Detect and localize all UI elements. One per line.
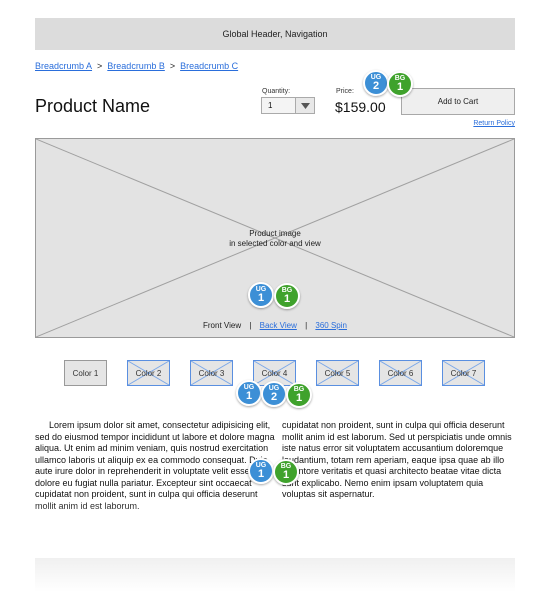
price-value: $159.00 — [335, 99, 386, 115]
ug-badge-count: 2 — [270, 391, 278, 403]
back-view-link[interactable]: Back View — [259, 321, 297, 330]
breadcrumb: Breadcrumb A > Breadcrumb B > Breadcrumb… — [35, 61, 238, 71]
color-swatch-1[interactable]: Color 1 — [64, 360, 107, 386]
bg-badge: BG 1 — [273, 459, 299, 485]
breadcrumb-b-link[interactable]: Breadcrumb B — [107, 61, 165, 71]
bg-badge-count: 1 — [283, 293, 291, 305]
bg-badge: BG 1 — [387, 71, 413, 97]
spin-360-link[interactable]: 360 Spin — [315, 321, 347, 330]
description-column-right: cupidatat non proident, sunt in culpa qu… — [282, 420, 512, 499]
color-swatch-label: Color 3 — [198, 368, 225, 378]
footer-placeholder — [35, 558, 515, 592]
ug-badge: UG 1 — [236, 380, 262, 406]
image-caption-line1: Product image — [249, 229, 301, 238]
placeholder-cross-icon — [128, 361, 169, 385]
return-policy-link[interactable]: Return Policy — [473, 120, 515, 127]
placeholder-cross-icon — [380, 361, 421, 385]
ug-badge-label: UG — [370, 74, 382, 81]
ug-badge-label: UG — [255, 286, 267, 293]
placeholder-cross-icon — [36, 139, 514, 337]
breadcrumb-separator: > — [169, 61, 176, 71]
ug-badge: UG 2 — [261, 381, 287, 407]
color-swatch-5[interactable]: Color 5 — [316, 360, 359, 386]
placeholder-cross-icon — [443, 361, 484, 385]
view-separator: | — [249, 321, 252, 330]
placeholder-cross-icon — [254, 361, 295, 385]
color-swatch-label: Color 7 — [450, 368, 477, 378]
ug-badge-count: 2 — [372, 80, 380, 92]
global-header: Global Header, Navigation — [35, 18, 515, 50]
color-swatch-label: Color 1 — [72, 368, 99, 378]
ug-badge: UG 1 — [248, 458, 274, 484]
ug-badge-count: 1 — [257, 468, 265, 480]
header-title: Global Header, Navigation — [222, 29, 328, 39]
color-swatch-label: Color 5 — [324, 368, 351, 378]
view-links: Front View | Back View | 360 Spin — [36, 321, 514, 330]
image-caption: Product image in selected color and view — [36, 229, 514, 249]
color-swatch-label: Color 4 — [261, 368, 288, 378]
front-view-label: Front View — [203, 321, 242, 330]
price-label: Price: — [336, 88, 354, 95]
placeholder-cross-icon — [317, 361, 358, 385]
ug-badge-label: UG — [255, 462, 267, 469]
bg-badge: BG 1 — [274, 283, 300, 309]
quantity-select[interactable]: 1 — [261, 97, 315, 114]
bg-badge-label: BG — [281, 287, 293, 294]
product-name: Product Name — [35, 96, 151, 116]
placeholder-cross-icon — [191, 361, 232, 385]
color-swatch-2[interactable]: Color 2 — [127, 360, 170, 386]
ug-badge-count: 1 — [245, 390, 253, 402]
ug-badge: UG 1 — [248, 282, 274, 308]
bg-badge-label: BG — [394, 75, 406, 82]
breadcrumb-a-link[interactable]: Breadcrumb A — [35, 61, 93, 71]
view-separator: | — [305, 321, 308, 330]
image-caption-line2: in selected color and view — [229, 239, 321, 248]
breadcrumb-separator: > — [97, 61, 103, 71]
color-swatch-label: Color 6 — [387, 368, 414, 378]
bg-badge-count: 1 — [295, 392, 303, 404]
color-swatch-7[interactable]: Color 7 — [442, 360, 485, 386]
color-swatch-6[interactable]: Color 6 — [379, 360, 422, 386]
ug-badge-label: UG — [243, 384, 255, 391]
quantity-label: Quantity: — [262, 88, 291, 95]
color-swatch-label: Color 2 — [135, 368, 162, 378]
ug-badge: UG 2 — [363, 70, 389, 96]
bg-badge-count: 1 — [282, 469, 290, 481]
ug-badge-label: UG — [268, 385, 280, 392]
color-swatch-3[interactable]: Color 3 — [190, 360, 233, 386]
description-column-left: Lorem ipsum dolor sit amet, consectetur … — [35, 420, 276, 511]
chevron-down-icon[interactable] — [295, 98, 314, 113]
ug-badge-count: 1 — [257, 292, 265, 304]
bg-badge-count: 1 — [396, 81, 404, 93]
bg-badge-label: BG — [293, 386, 305, 393]
add-to-cart-button[interactable]: Add to Cart — [401, 88, 515, 115]
quantity-value: 1 — [268, 101, 273, 110]
product-image-placeholder: Product image in selected color and view… — [35, 138, 515, 338]
breadcrumb-c-link[interactable]: Breadcrumb C — [180, 61, 239, 71]
bg-badge-label: BG — [280, 463, 292, 470]
bg-badge: BG 1 — [286, 382, 312, 408]
